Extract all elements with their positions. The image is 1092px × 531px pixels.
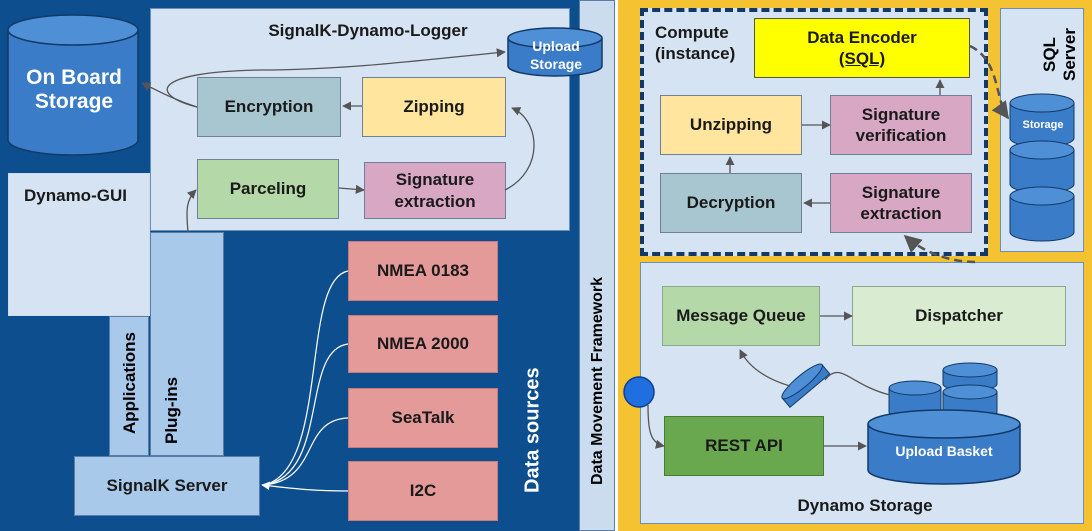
upload-storage-label: Upload Storage <box>529 38 583 72</box>
queue-disk <box>781 363 831 409</box>
upload-storage-cylinder <box>507 27 603 77</box>
signature-extraction-box: Signature extraction <box>364 162 506 219</box>
signature-extraction-cloud-box: Signature extraction <box>830 173 972 233</box>
sql-storage-label: Storage <box>1022 119 1064 131</box>
applications-column <box>109 316 149 456</box>
logger-title: SignalK-Dynamo-Logger <box>268 21 468 40</box>
parceling-box: Parceling <box>197 159 339 219</box>
source-seatalk: SeaTalk <box>348 388 498 448</box>
source-nmea-2000: NMEA 2000 <box>348 315 498 373</box>
zipping-box: Zipping <box>362 77 506 137</box>
plugins-column <box>150 232 224 456</box>
rest-api-box: REST API <box>664 416 824 476</box>
on-board-storage-cylinder <box>7 14 139 156</box>
message-queue-box: Message Queue <box>662 286 820 346</box>
data-encoder-label: Data Encoder <box>807 27 917 47</box>
dynamo-gui-label: Dynamo-GUI <box>24 186 127 205</box>
dynamo-storage-label: Dynamo Storage <box>797 496 933 515</box>
dynamo-gui-panel <box>8 173 150 316</box>
encryption-box: Encryption <box>197 77 341 137</box>
data-movement-framework-bar <box>579 0 615 531</box>
decryption-box: Decryption <box>660 173 802 233</box>
unzipping-box: Unzipping <box>660 95 802 155</box>
source-i2c: I2C <box>348 461 498 521</box>
source-nmea-0183: NMEA 0183 <box>348 241 498 301</box>
dmf-endpoint-circle <box>623 376 655 408</box>
sql-storage-cylinders <box>1009 93 1075 242</box>
data-encoder-sql: (SQL) <box>838 49 886 68</box>
dispatcher-box: Dispatcher <box>852 286 1066 346</box>
data-encoder-box: Data Encoder (SQL) <box>754 18 970 78</box>
upload-basket-cylinders <box>867 362 1021 485</box>
signalk-server-box: SignalK Server <box>74 456 260 516</box>
signature-verification-box: Signature verification <box>830 95 972 155</box>
upload-basket-label: Upload Basket <box>895 443 993 459</box>
compute-title: Compute (instance) <box>655 23 736 64</box>
on-board-storage-label: On Board Storage <box>26 66 122 114</box>
